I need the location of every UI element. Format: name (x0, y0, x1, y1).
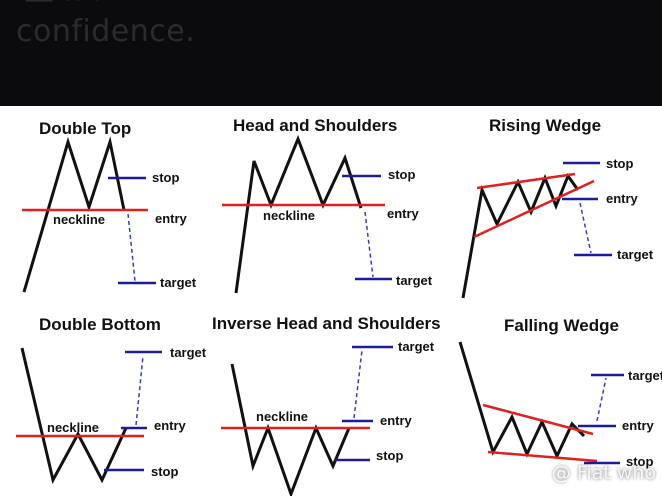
panel-rising-wedge: Rising Wedge stop entry target (461, 116, 654, 299)
stop-label: stop (152, 170, 180, 185)
neckline-label: neckline (256, 409, 308, 424)
panel-title: Double Bottom (39, 315, 161, 334)
panel-title: Rising Wedge (489, 116, 601, 135)
price-line (20, 347, 128, 485)
neckline-label: neckline (47, 420, 99, 435)
panel-double-bottom: Double Bottom target entry stop neckline (16, 315, 207, 485)
neckline-label: neckline (263, 208, 315, 223)
price-line (230, 363, 351, 496)
entry-label: entry (154, 418, 187, 433)
upper-trendline (476, 172, 576, 190)
price-line (22, 136, 126, 293)
projection-dash (579, 202, 592, 254)
chart-patterns-diagram: Double Top stop entry target neckline He… (16, 116, 662, 496)
panel-title: Double Top (39, 119, 131, 138)
entry-label: entry (155, 211, 188, 226)
target-label: target (398, 339, 435, 354)
projection-dash (127, 213, 136, 282)
price-line (458, 341, 586, 460)
panel-title: Inverse Head and Shoulders (212, 314, 441, 333)
entry-label: entry (380, 413, 413, 428)
watermark-text: @ Fiat who (551, 462, 656, 484)
entry-label: entry (387, 206, 420, 221)
price-line (234, 134, 363, 294)
upper-trendline (482, 403, 594, 436)
header-fragment: — ·· · (24, 0, 102, 17)
entry-label: entry (606, 191, 639, 206)
header-caption: confidence. (16, 14, 196, 49)
target-label: target (628, 368, 662, 383)
stop-label: stop (626, 454, 654, 469)
panel-title: Falling Wedge (504, 316, 619, 335)
target-label: target (160, 275, 197, 290)
panel-title: Head and Shoulders (233, 116, 397, 135)
panel-head-and-shoulders: Head and Shoulders stop entry target nec… (222, 116, 433, 294)
panel-double-top: Double Top stop entry target neckline (22, 119, 197, 293)
lower-trendline (487, 450, 598, 463)
target-label: target (396, 273, 433, 288)
target-label: target (617, 247, 654, 262)
projection-dash (353, 349, 363, 419)
neckline-label: neckline (53, 212, 105, 227)
projection-dash (364, 211, 374, 278)
top-dark-band: — ·· · confidence. (0, 0, 662, 106)
price-line (461, 172, 580, 299)
projection-dash (135, 355, 144, 426)
stop-label: stop (388, 167, 416, 182)
projection-dash (596, 377, 607, 422)
stop-label: stop (151, 464, 179, 479)
stop-label: stop (606, 156, 634, 171)
entry-label: entry (622, 418, 655, 433)
stop-label: stop (376, 448, 404, 463)
panel-inverse-head-and-shoulders: Inverse Head and Shoulders target entry … (212, 314, 441, 496)
panel-falling-wedge: Falling Wedge target entry stop (458, 316, 662, 469)
target-label: target (170, 345, 207, 360)
lower-trendline (473, 179, 595, 239)
